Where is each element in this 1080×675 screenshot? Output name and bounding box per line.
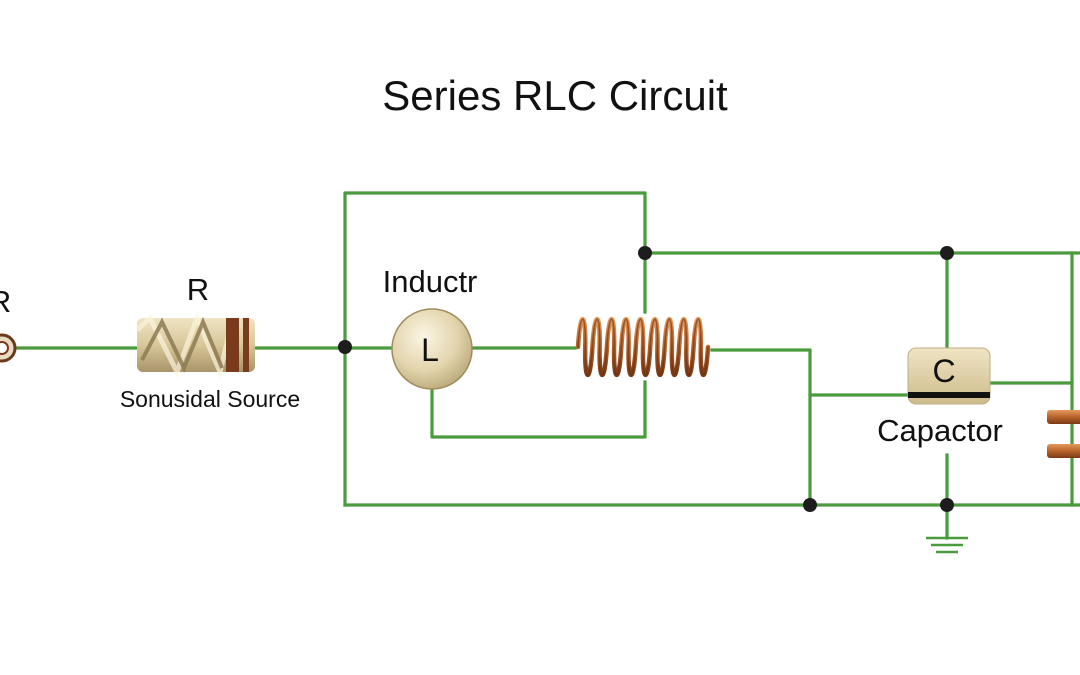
capacitor-icon (907, 347, 991, 405)
inductor-meter-icon (391, 308, 473, 390)
junction-node (638, 246, 652, 260)
inductor-coil-icon (575, 317, 711, 377)
inductor-label: Inductr (383, 264, 478, 299)
wire-inductor-loop (430, 380, 647, 439)
capacitor-label: Capactor (877, 413, 1003, 448)
inductor-symbol: L (421, 332, 439, 368)
resistor-caption: Sonusidal Source (120, 386, 300, 412)
junction-node (940, 498, 954, 512)
wire-coil-right (710, 348, 812, 507)
source-partial-label: R (0, 284, 11, 319)
resistor-label: R (187, 272, 209, 307)
junction-node (803, 498, 817, 512)
junction-node (940, 246, 954, 260)
resistor-icon (135, 311, 255, 380)
partial-capacitor-icon (1047, 410, 1080, 458)
junction-node (338, 340, 352, 354)
capacitor-symbol: C (932, 353, 955, 389)
ground-icon (926, 536, 968, 554)
ac-source-terminal-icon (0, 333, 17, 363)
diagram-title: Series RLC Circuit (382, 72, 728, 119)
junction-nodes (338, 246, 954, 512)
